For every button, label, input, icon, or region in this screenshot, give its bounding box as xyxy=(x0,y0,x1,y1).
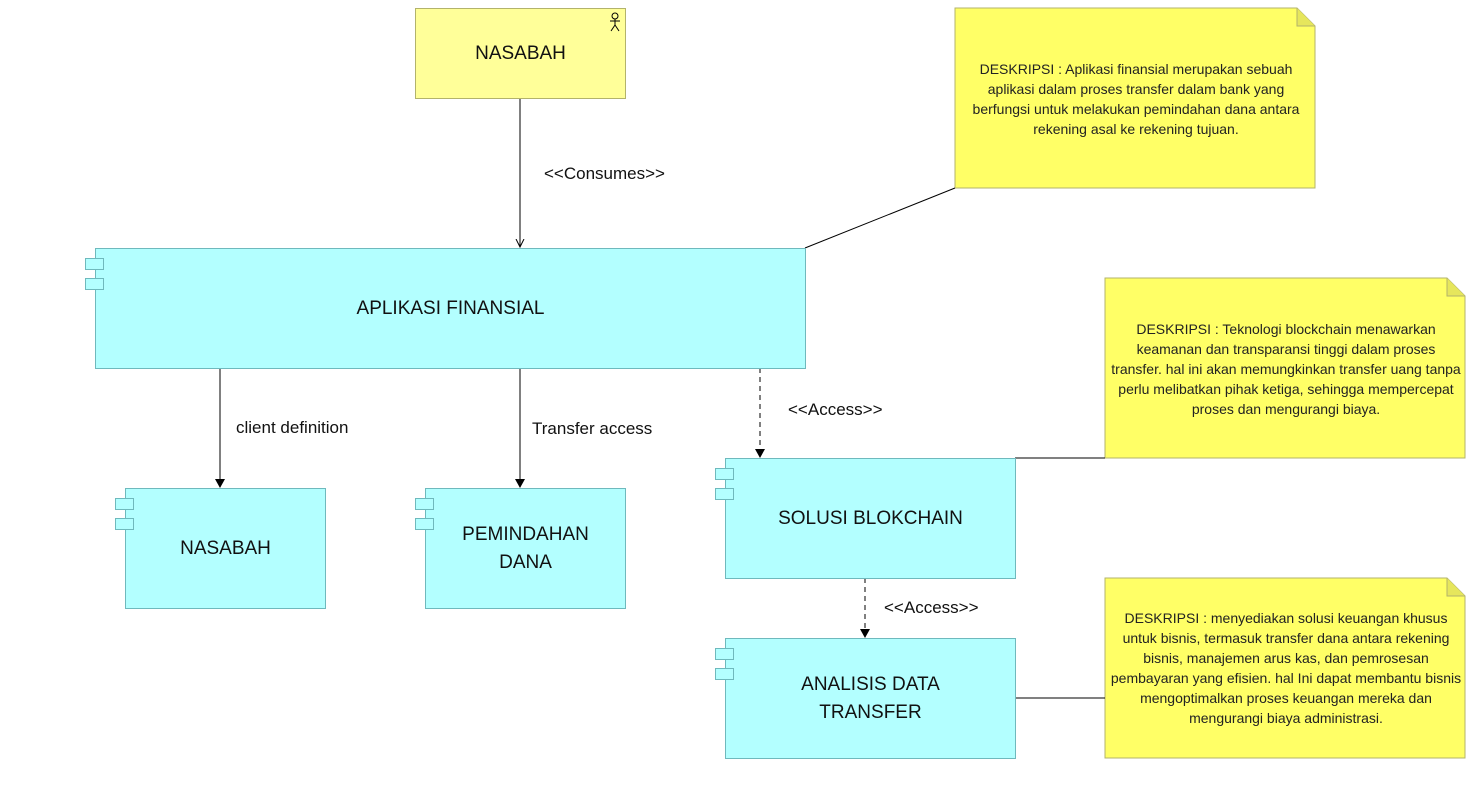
component-label: ANALISIS DATA TRANSFER xyxy=(801,673,940,723)
note-aplikasi-anchor xyxy=(804,187,956,249)
note-analisis-shape[interactable] xyxy=(1104,577,1466,759)
component-label: NASABAH xyxy=(180,537,271,559)
note-aplikasi-text: DESKRIPSI : Aplikasi finansial merupakan… xyxy=(972,61,1300,137)
component-tab-icon xyxy=(415,498,434,510)
component-tab-icon xyxy=(415,518,434,530)
note-blockchain-text: DESKRIPSI : Teknologi blockchain menawar… xyxy=(1111,321,1461,417)
component-tab-icon xyxy=(115,518,134,530)
component-label: APLIKASI FINANSIAL xyxy=(356,297,545,319)
consumes-label: <<Consumes>> xyxy=(544,164,665,183)
component-tab-icon xyxy=(715,468,734,480)
client-definition-label: client definition xyxy=(236,418,349,437)
component-nasabah[interactable]: NASABAH xyxy=(125,488,326,609)
component-aplikasi-finansial[interactable]: APLIKASI FINANSIAL xyxy=(95,248,806,369)
transfer-access-label: Transfer access xyxy=(532,419,653,438)
access-label-2: <<Access>> xyxy=(884,598,979,617)
component-tab-icon xyxy=(715,488,734,500)
note-analisis-text: DESKRIPSI : menyediakan solusi keuangan … xyxy=(1110,610,1462,726)
actor-nasabah[interactable]: NASABAH xyxy=(415,8,626,99)
component-solusi-blokchain[interactable]: SOLUSI BLOKCHAIN xyxy=(725,458,1016,579)
note-blockchain-shape[interactable] xyxy=(1104,277,1466,459)
component-tab-icon xyxy=(85,278,104,290)
component-tab-icon xyxy=(715,668,734,680)
component-pemindahan-dana[interactable]: PEMINDAHAN DANA xyxy=(425,488,626,609)
component-label: SOLUSI BLOKCHAIN xyxy=(778,507,963,529)
actor-icon xyxy=(610,12,620,32)
component-analisis-data-transfer[interactable]: ANALISIS DATA TRANSFER xyxy=(725,638,1016,759)
component-tab-icon xyxy=(715,648,734,660)
component-label: PEMINDAHAN DANA xyxy=(462,523,589,573)
access-label-1: <<Access>> xyxy=(788,400,883,419)
actor-label: NASABAH xyxy=(475,42,566,64)
component-tab-icon xyxy=(85,258,104,270)
note-aplikasi-shape[interactable] xyxy=(954,7,1316,189)
component-tab-icon xyxy=(115,498,134,510)
